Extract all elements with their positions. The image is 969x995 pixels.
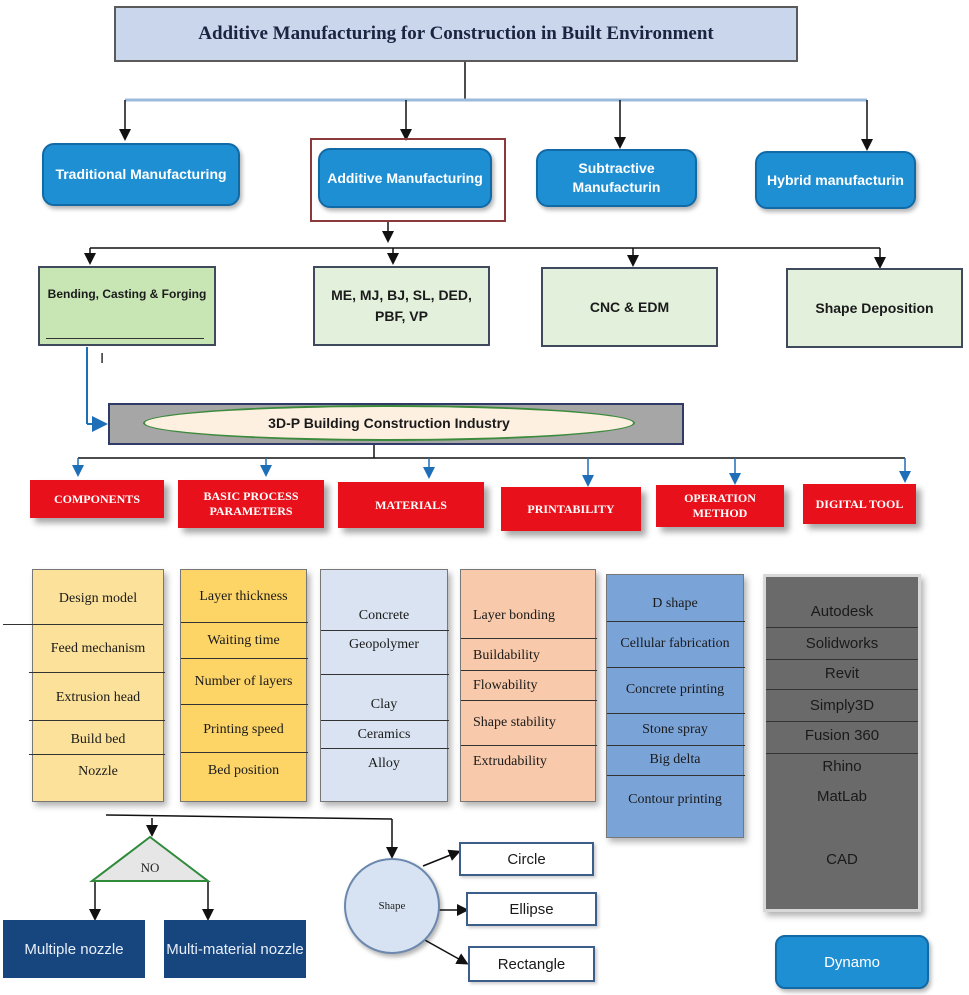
printability-item: Layer bonding (473, 608, 556, 623)
parameter-item: Layer thickness (199, 589, 288, 604)
category-hybrid: Hybrid manufacturin (755, 151, 916, 209)
printability-item: Extrudability (473, 754, 547, 769)
parameters-column: Layer thickness Waiting time Number of l… (180, 569, 308, 802)
material-item: Clay (370, 697, 398, 712)
category-additive: Additive Manufacturing (318, 148, 492, 208)
parameter-item: Printing speed (203, 722, 284, 737)
multiple-nozzle-box: Multiple nozzle (3, 920, 145, 978)
aspect-parameters: BASIC PROCESS PARAMETERS (178, 480, 324, 528)
materials-column: Concrete Geopolymer Clay Ceramics Alloy (320, 569, 449, 802)
tool-item: Simply3D (809, 697, 875, 714)
operation-item: Contour printing (628, 792, 722, 807)
operation-item: Cellular fabrication (620, 636, 730, 651)
aspect-operation: OPERATION METHOD (656, 485, 784, 527)
printability-column: Layer bonding Buildability Flowability S… (460, 569, 597, 802)
operation-item: D shape (652, 596, 698, 611)
tool-item: Solidworks (805, 635, 879, 652)
multi-material-nozzle-box: Multi-material nozzle (164, 920, 306, 978)
aspect-digital-tool: DIGITAL TOOL (803, 484, 916, 524)
method-subtractive: CNC & EDM (541, 267, 718, 347)
highlight-frame (310, 138, 506, 222)
digital-tool-column: Autodesk Solidworks Revit Simply3D Fusio… (763, 574, 921, 912)
material-item: Concrete (358, 608, 410, 623)
operation-item: Concrete printing (625, 682, 725, 697)
marker-label: I (100, 350, 105, 367)
aspect-printability: PRINTABILITY (501, 487, 641, 531)
method-underline (46, 338, 204, 339)
diagram-title: Additive Manufacturing for Construction … (114, 6, 798, 62)
method-additive: ME, MJ, BJ, SL, DED, PBF, VP (313, 266, 490, 346)
operation-item: Big delta (649, 752, 701, 767)
components-column: Design model Feed mechanism Extrusion he… (3, 569, 165, 802)
tool-item: Rhino (822, 758, 862, 775)
material-item: Ceramics (357, 727, 411, 742)
shape-rectangle-option: Rectangle (468, 946, 595, 982)
shape-ellipse-option: Ellipse (466, 892, 597, 926)
tool-item: Revit (824, 665, 860, 682)
decision-triangle (89, 835, 211, 882)
operation-item: Stone spray (642, 722, 708, 737)
component-item: Feed mechanism (50, 641, 146, 656)
shape-circle-option: Circle (459, 842, 594, 876)
aspect-materials: MATERIALS (338, 482, 484, 528)
component-item: Nozzle (78, 764, 118, 779)
category-traditional: Traditional Manufacturing (42, 143, 240, 206)
operation-column: D shape Cellular fabrication Concrete pr… (606, 574, 745, 838)
printability-item: Buildability (473, 648, 540, 663)
component-item: Extrusion head (55, 690, 141, 705)
material-item: Geopolymer (349, 637, 419, 652)
shape-circle-node: Shape (344, 858, 440, 954)
tool-item: Autodesk (810, 603, 874, 620)
method-traditional: Bending, Casting & Forging (38, 266, 216, 346)
decision-label: NO (140, 860, 160, 875)
tool-item: CAD (826, 851, 858, 868)
industry-label: 3D-P Building Construction Industry (143, 405, 635, 441)
tool-item: MatLab (816, 788, 868, 805)
parameter-item: Bed position (207, 763, 280, 778)
printability-item: Shape stability (473, 715, 556, 730)
parameter-item: Number of layers (194, 674, 293, 689)
tool-item: Fusion 360 (804, 727, 880, 744)
method-hybrid: Shape Deposition (786, 268, 963, 348)
parameter-item: Waiting time (207, 633, 280, 648)
printability-item: Flowability (473, 678, 538, 693)
aspect-components: COMPONENTS (30, 480, 164, 518)
category-subtractive: Subtractive Manufacturin (536, 149, 697, 207)
dynamo-box: Dynamo (775, 935, 929, 989)
component-item: Design model (58, 591, 138, 606)
component-item: Build bed (70, 732, 126, 747)
material-item: Alloy (368, 756, 400, 771)
